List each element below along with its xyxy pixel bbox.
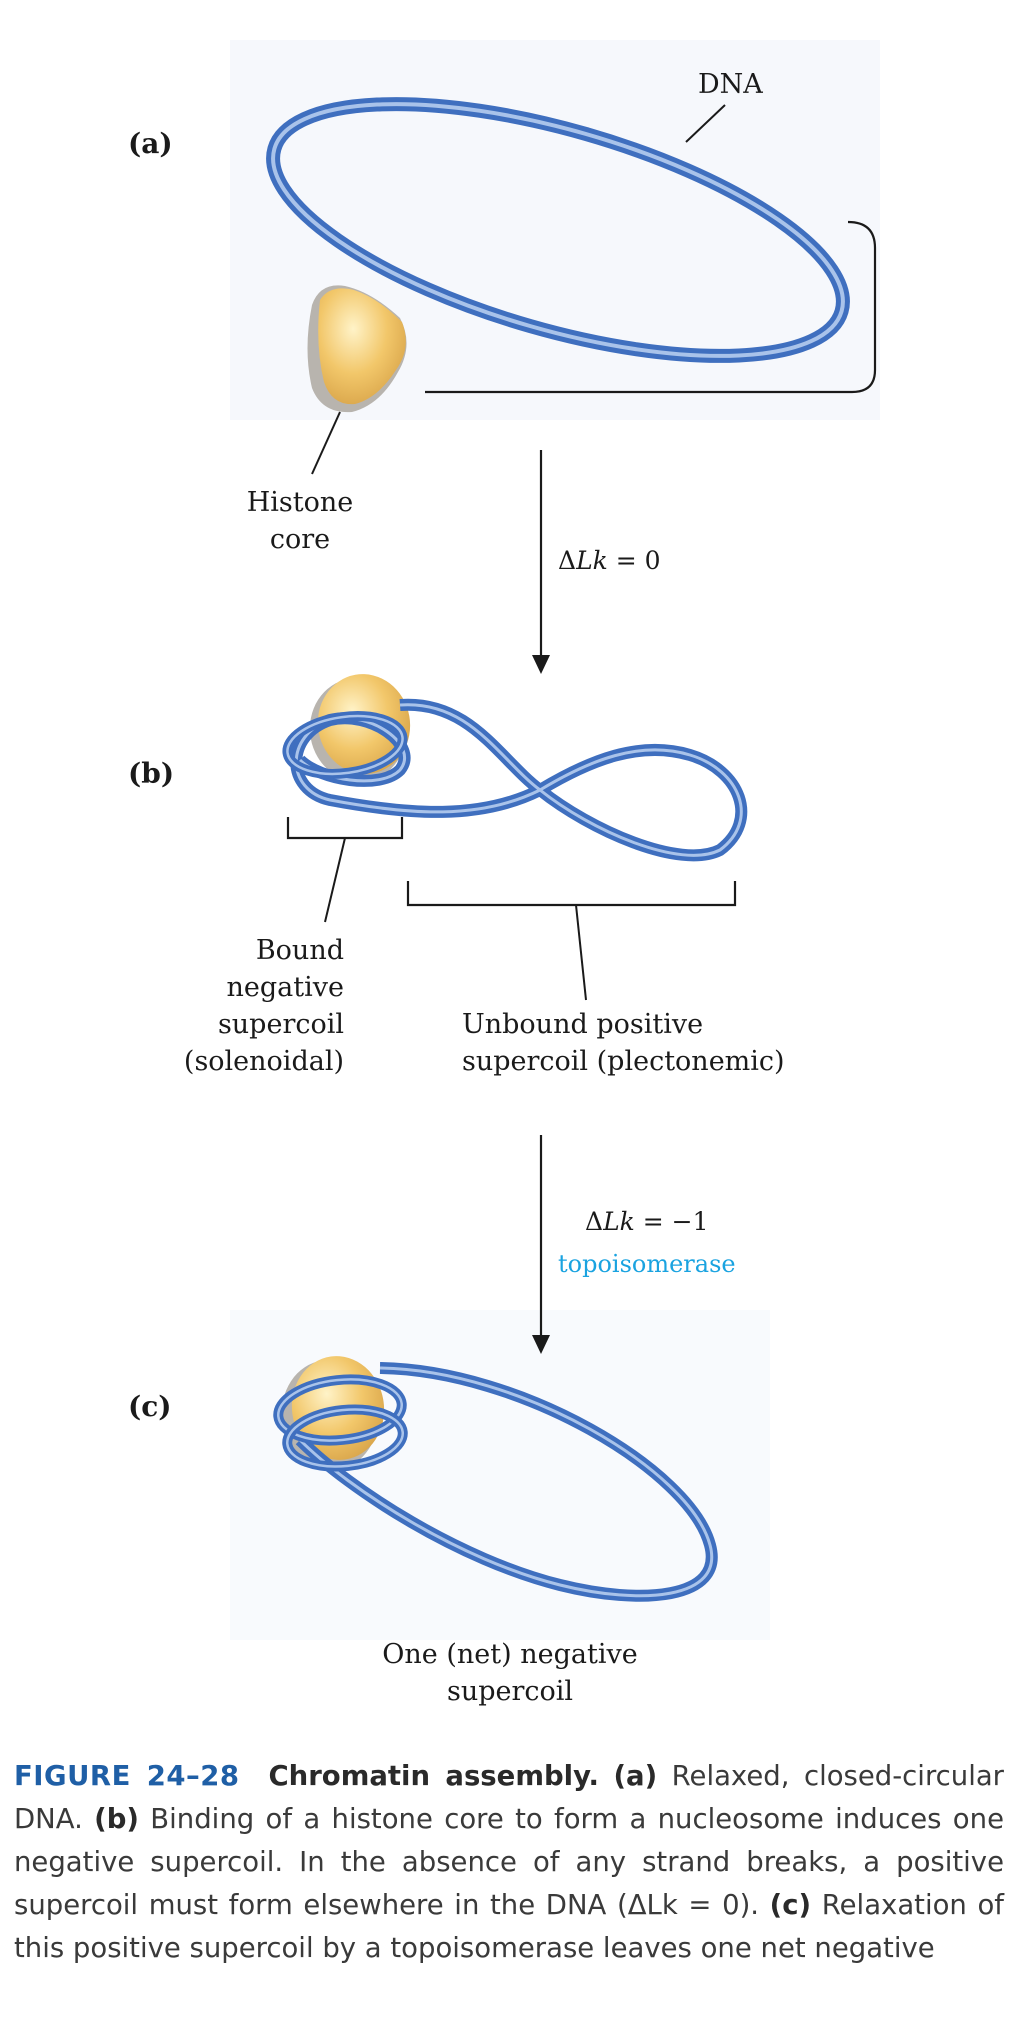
delta-lk-value-1: = 0: [607, 546, 661, 575]
step-arrow-1: [532, 450, 550, 674]
lk-symbol-1: Lk: [576, 546, 608, 575]
bound-label-line1: Bound: [255, 935, 344, 966]
histone-label-line1: Histone: [246, 487, 354, 518]
net-negative-supercoil-label: One (net) negative supercoil: [330, 1636, 690, 1710]
delta-lk-minus-one: ΔLk = −1: [585, 1207, 709, 1236]
delta-lk-value-2: = −1: [634, 1207, 709, 1236]
delta-symbol-2: Δ: [585, 1207, 604, 1236]
delta-lk-zero: ΔLk = 0: [558, 546, 661, 575]
dna-label: DNA: [698, 69, 763, 100]
panel-label-b: (b): [128, 757, 175, 790]
histone-core-label: Histone core: [220, 484, 380, 558]
caption-c-text: Relaxation of this positive supercoil by…: [14, 1889, 1004, 1964]
unbound-bracket: [406, 881, 737, 907]
bound-label-line2: negative: [226, 972, 344, 1003]
binding-bracket: [425, 220, 877, 394]
histone-label-line2: core: [269, 524, 331, 555]
delta-symbol-1: Δ: [558, 546, 577, 575]
caption-a-label: (a): [613, 1760, 658, 1792]
figure-number: FIGURE 24–28: [14, 1760, 240, 1792]
step-arrow-2: [532, 1135, 550, 1354]
bound-label-line3: supercoil: [217, 1009, 344, 1040]
bound-leader-line: [324, 837, 346, 923]
caption-title: Chromatin assembly.: [268, 1760, 599, 1792]
caption-b-label: (b): [94, 1803, 139, 1835]
unbound-label-line2: supercoil (plectonemic): [462, 1046, 785, 1077]
histone-leader-line: [311, 411, 341, 475]
dna-leader-line: [685, 104, 726, 143]
figure-caption: FIGURE 24–28 Chromatin assembly. (a) Rel…: [14, 1755, 1004, 1970]
bound-bracket: [286, 817, 404, 840]
histone-core-a: [307, 285, 407, 413]
result-label-line2: supercoil: [446, 1676, 574, 1707]
unbound-label-line1: Unbound positive: [462, 1009, 704, 1040]
unbound-leader-line: [575, 904, 587, 1001]
lk-symbol-2: Lk: [603, 1207, 635, 1236]
caption-b-text: Binding of a histone core to form a nucl…: [14, 1803, 1004, 1921]
unbound-positive-supercoil-label: Unbound positive supercoil (plectonemic): [462, 1006, 785, 1080]
bound-negative-supercoil-label: Bound negative supercoil (solenoidal): [130, 932, 344, 1080]
chromatin-assembly-diagram: [266, 97, 877, 1602]
topoisomerase-label: topoisomerase: [558, 1250, 736, 1278]
caption-a-text: Relaxed, closed-circular DNA.: [14, 1760, 1004, 1835]
result-label-line1: One (net) negative: [382, 1639, 638, 1670]
relaxed-dna-c: [273, 1362, 718, 1602]
bound-label-line4: (solenoidal): [183, 1046, 344, 1077]
caption-c-label: (c): [769, 1889, 812, 1921]
supercoiled-dna-b: [282, 698, 748, 862]
panel-label-a: (a): [128, 127, 173, 160]
panel-label-c: (c): [128, 1390, 172, 1423]
relaxed-dna-circle: [266, 97, 850, 363]
